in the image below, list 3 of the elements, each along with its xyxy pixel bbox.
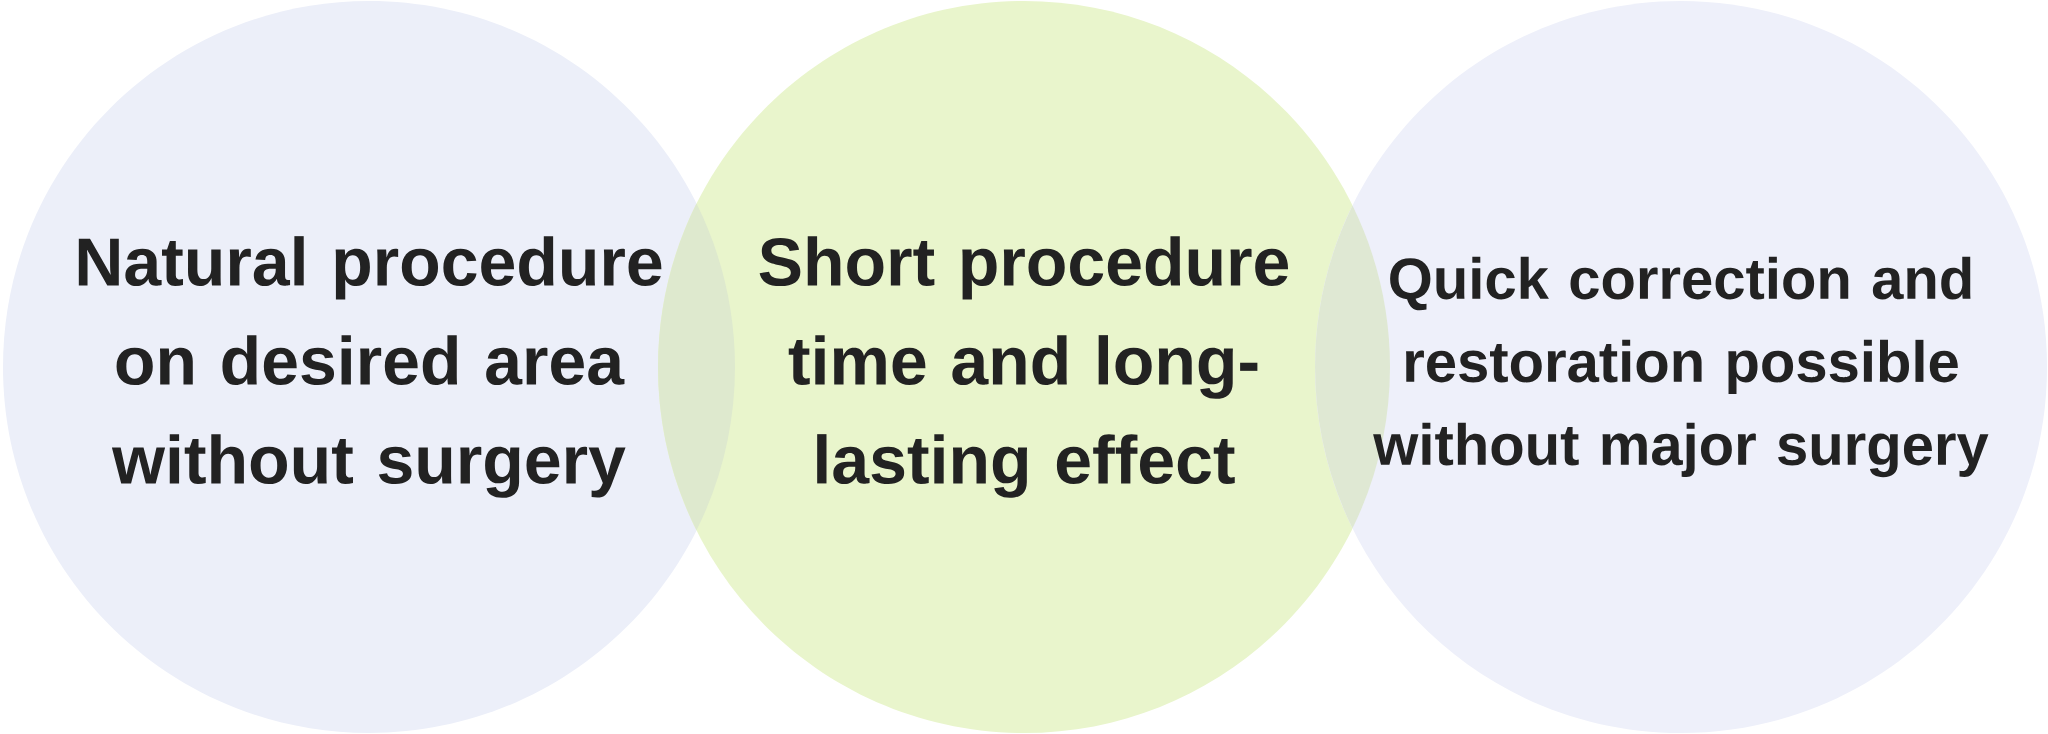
- node-label: Short procedure time and long-lasting effect: [759, 236, 1289, 498]
- node-label: Natural procedure on desired area without surgery: [78, 236, 662, 498]
- node-label: Quick correction and restoration possible without major surgery: [1373, 256, 1989, 478]
